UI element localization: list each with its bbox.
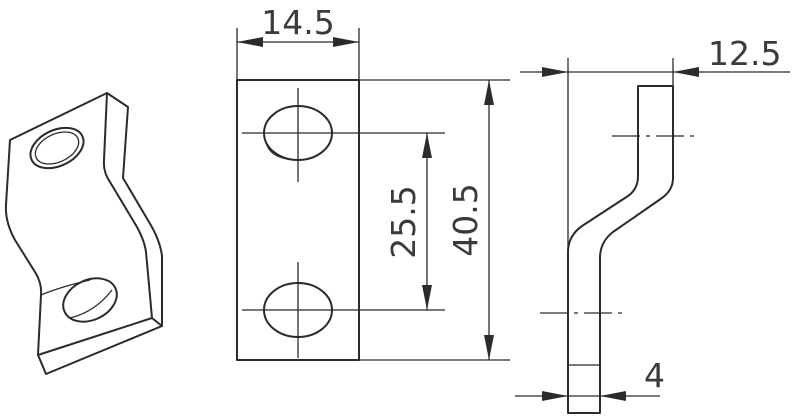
offset-arrow-right	[673, 67, 699, 77]
iso-top-edge	[102, 92, 153, 319]
iso-lower-hole-depth	[69, 289, 113, 319]
offset-dimension-label: 12.5	[708, 34, 781, 73]
thickness-arrow-left	[542, 391, 568, 401]
thickness-arrow-right	[600, 391, 626, 401]
side-view: 12.5 4	[515, 34, 790, 414]
iso-upper-hole	[29, 126, 85, 170]
width-dimension-label: 14.5	[261, 3, 334, 42]
thickness-dimension-label: 4	[644, 356, 665, 395]
height-dimension-label: 40.5	[446, 183, 485, 256]
front-upper-hole-arc	[265, 141, 301, 161]
width-arrow-left	[237, 37, 263, 47]
height-arrow-bottom	[484, 335, 494, 360]
offset-arrow-left	[542, 67, 568, 77]
hole-spacing-arrow-top	[422, 133, 432, 158]
hole-spacing-dimension-label: 25.5	[384, 185, 423, 258]
width-arrow-right	[333, 37, 359, 47]
isometric-view	[4, 92, 163, 375]
iso-upper-hole-inner	[34, 131, 80, 165]
iso-outline	[4, 92, 163, 375]
front-outline	[236, 79, 360, 361]
iso-lower-hole	[62, 277, 118, 323]
iso-bottom-edge	[37, 317, 163, 356]
height-arrow-top	[484, 80, 494, 105]
hole-spacing-arrow-bottom	[422, 285, 432, 310]
front-view: 14.5 25.5 40.5	[236, 3, 510, 361]
